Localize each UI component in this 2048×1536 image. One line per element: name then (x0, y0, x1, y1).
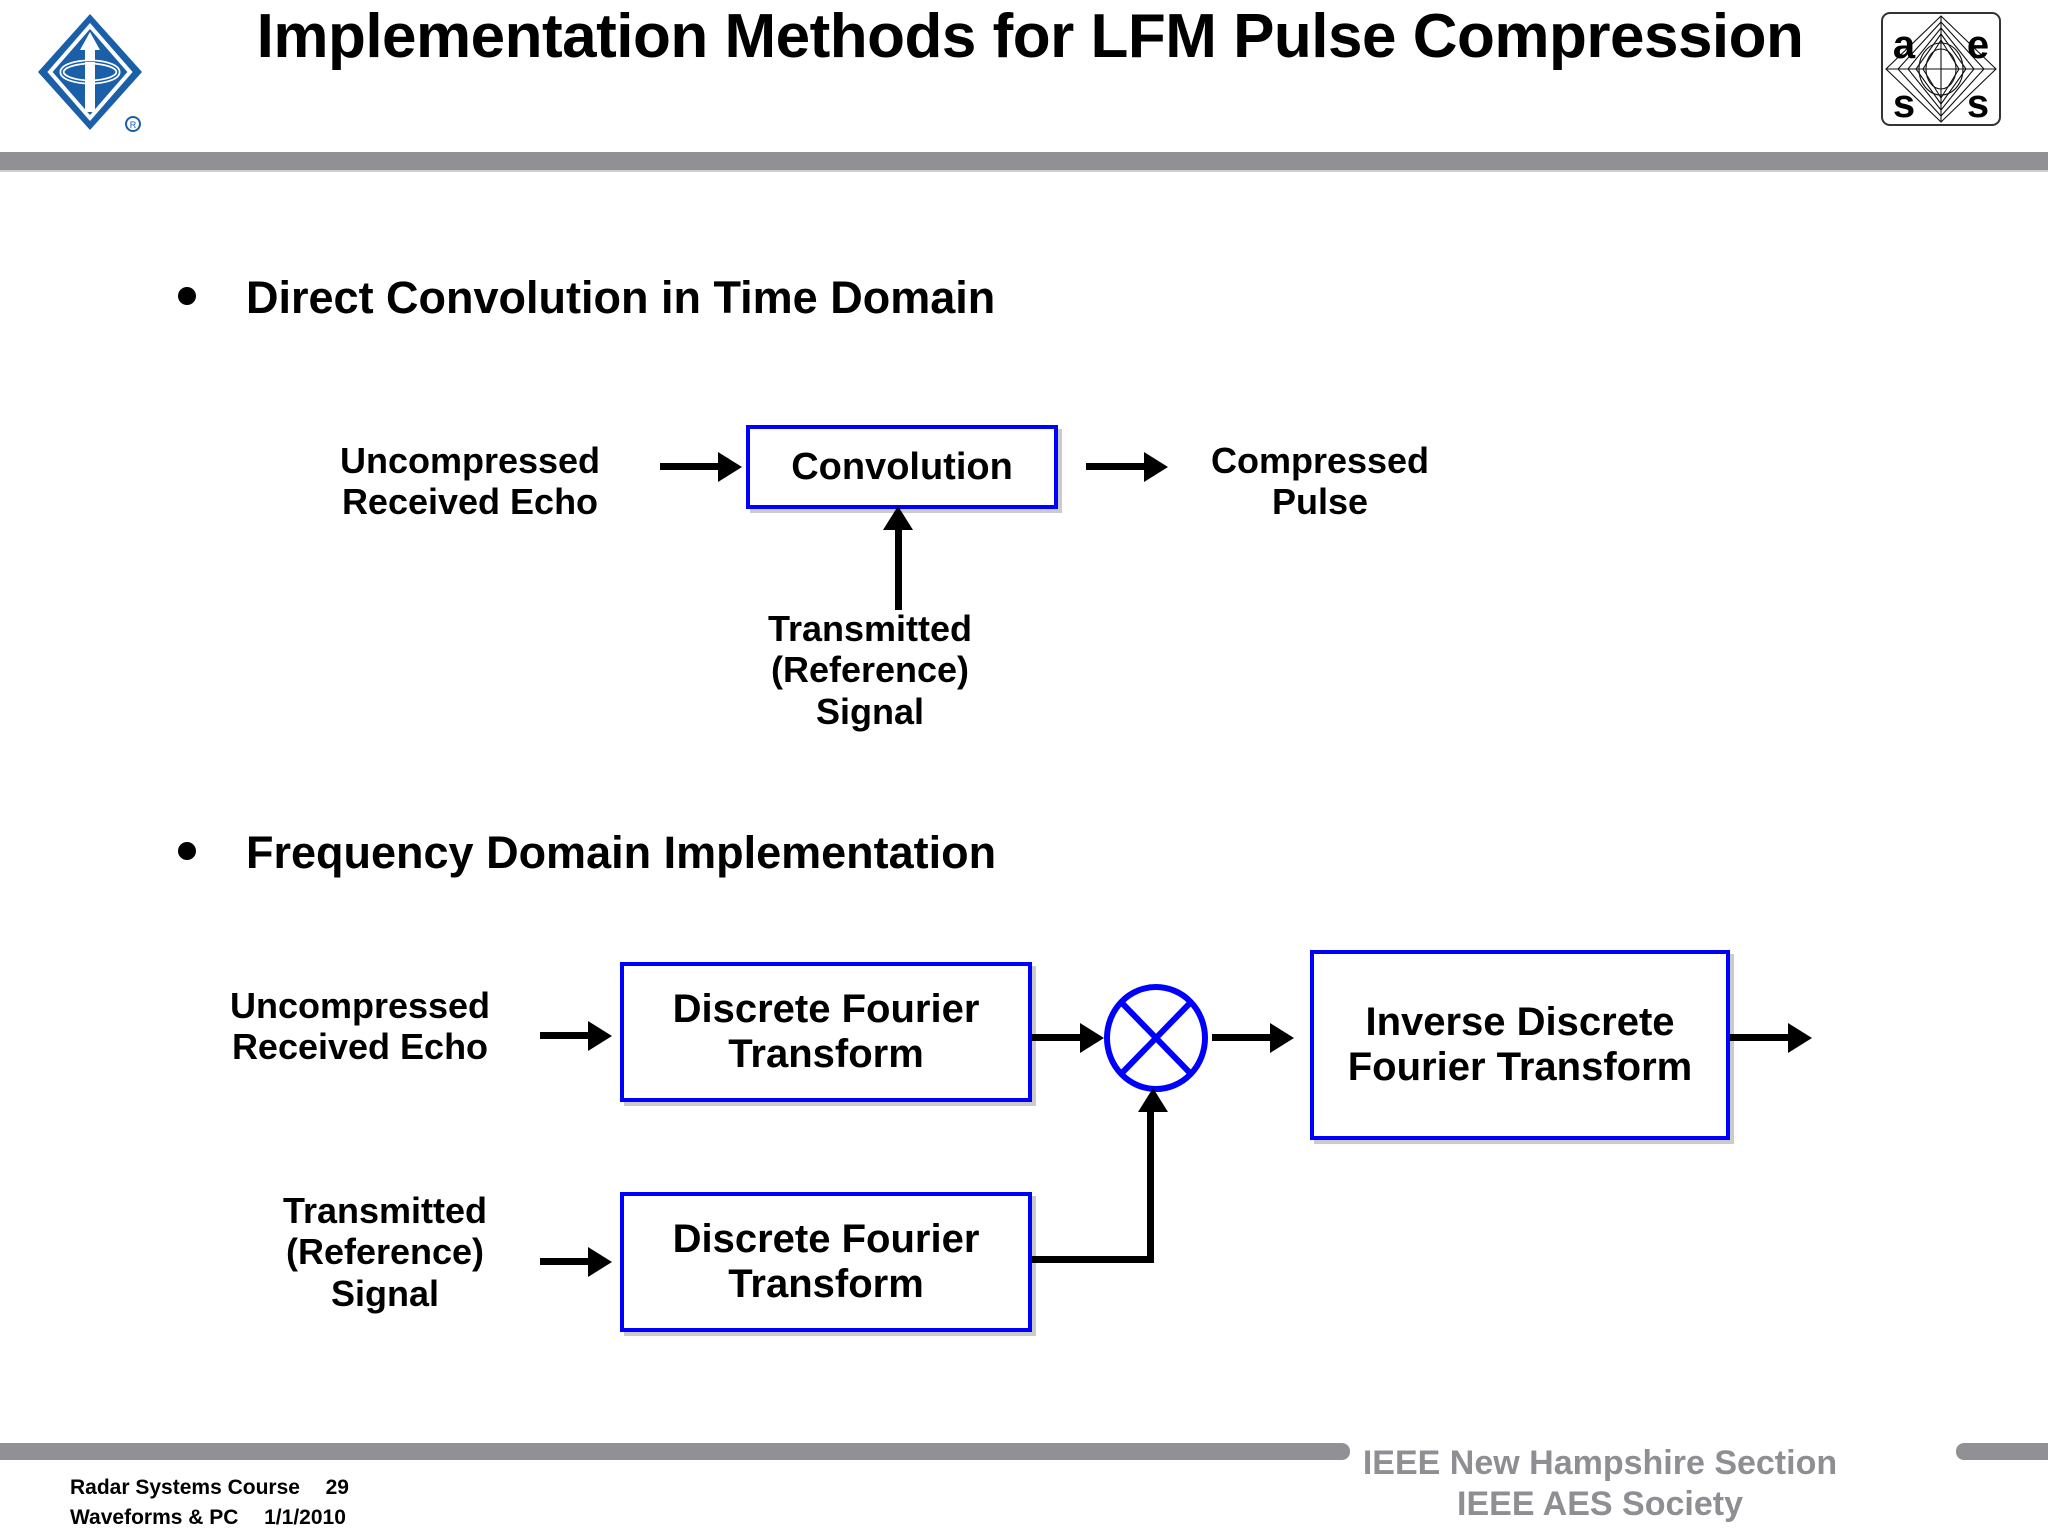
arrow-head-idft-output (1788, 1023, 1812, 1053)
footer-topic: Waveforms & PC (70, 1506, 239, 1530)
route-line-dft-bottom-up (1147, 1112, 1154, 1262)
svg-text:R: R (130, 120, 137, 130)
arrow-line-input-to-convolution (660, 463, 722, 470)
arrow-line-idft-output (1730, 1034, 1792, 1041)
label-uncompressed-received-echo-fd: Uncompressed Received Echo (229, 985, 491, 1068)
block-dft-bottom: Discrete Fourier Transform (620, 1192, 1032, 1332)
block-idft: Inverse Discrete Fourier Transform (1310, 950, 1730, 1140)
aess-logo: a e s s (1878, 10, 2004, 128)
footer-date: 1/1/2010 (264, 1506, 346, 1530)
footer-topic-row: Waveforms & PC 1/1/2010 (70, 1503, 349, 1533)
arrow-head-reference-to-convolution (883, 506, 913, 530)
arrow-line-reference-to-convolution (895, 530, 902, 610)
arrow-line-echo-to-dft-top (540, 1032, 592, 1039)
aess-letter-a: a (1893, 23, 1916, 67)
bullet-item-frequency-domain: Frequency Domain Implementation (178, 827, 996, 879)
arrow-head-input-to-convolution (718, 452, 742, 482)
footer-org-line-1: IEEE New Hampshire Section (1362, 1444, 1838, 1482)
footer-bar-right (1956, 1443, 2048, 1460)
block-dft-top-label: Discrete Fourier Transform (672, 987, 980, 1076)
arrow-line-reference-to-dft-bottom (540, 1258, 592, 1265)
aess-letter-s1: s (1893, 82, 1915, 126)
multiplier-node (1103, 984, 1209, 1092)
aess-radar-diamond-icon: a e s s (1881, 12, 2001, 126)
arrow-head-reference-to-dft-bottom (588, 1247, 612, 1277)
block-dft-bottom-label: Discrete Fourier Transform (672, 1217, 980, 1306)
bullet-label: Frequency Domain Implementation (246, 827, 997, 878)
label-transmitted-reference-signal-td: Transmitted (Reference) Signal (767, 608, 973, 732)
arrow-head-echo-to-dft-top (588, 1021, 612, 1051)
arrow-head-convolution-to-output (1144, 452, 1168, 482)
bullet-label: Direct Convolution in Time Domain (246, 272, 996, 323)
footer-org-line-2: IEEE AES Society (1457, 1485, 1743, 1524)
header-divider-bar (0, 152, 2048, 172)
block-convolution-label: Convolution (791, 445, 1013, 488)
block-convolution: Convolution (746, 425, 1058, 509)
bullet-dot-icon (178, 287, 196, 305)
arrow-line-dft-top-to-multiplier (1032, 1034, 1084, 1041)
arrow-head-multiplier-to-idft (1270, 1023, 1294, 1053)
ieee-logo: R (30, 6, 150, 136)
aess-letter-e: e (1967, 23, 1989, 67)
footer-slide-number: 29 (325, 1476, 349, 1499)
aess-letter-s2: s (1967, 82, 1989, 126)
block-dft-top: Discrete Fourier Transform (620, 962, 1032, 1102)
bullet-dot-icon (178, 842, 196, 860)
arrow-line-multiplier-to-idft (1212, 1034, 1274, 1041)
label-transmitted-reference-signal-fd: Transmitted (Reference) Signal (282, 1190, 488, 1314)
label-uncompressed-received-echo-td: Uncompressed Received Echo (339, 440, 601, 523)
footer-bar-left (0, 1443, 1350, 1460)
arrow-head-dft-bottom-to-multiplier (1138, 1088, 1168, 1112)
footer-course-row: Radar Systems Course 29 (70, 1473, 349, 1503)
multiply-circle-x-icon (1104, 984, 1208, 1092)
footer-organization: IEEE New Hampshire Section IEEE AES Soci… (1280, 1443, 1920, 1526)
arrow-line-convolution-to-output (1086, 463, 1148, 470)
ieee-diamond-icon: R (38, 14, 142, 132)
arrow-head-dft-top-to-multiplier (1080, 1023, 1104, 1053)
block-idft-label: Inverse Discrete Fourier Transform (1347, 1000, 1693, 1089)
route-line-dft-bottom-right (1032, 1256, 1154, 1263)
footer-course-info: Radar Systems Course 29 Waveforms & PC 1… (70, 1473, 349, 1534)
bullet-item-direct-convolution: Direct Convolution in Time Domain (178, 272, 995, 324)
label-compressed-pulse: Compressed Pulse (1210, 440, 1430, 523)
page-title: Implementation Methods for LFM Pulse Com… (256, 2, 1804, 71)
footer-course-name: Radar Systems Course (70, 1476, 300, 1499)
